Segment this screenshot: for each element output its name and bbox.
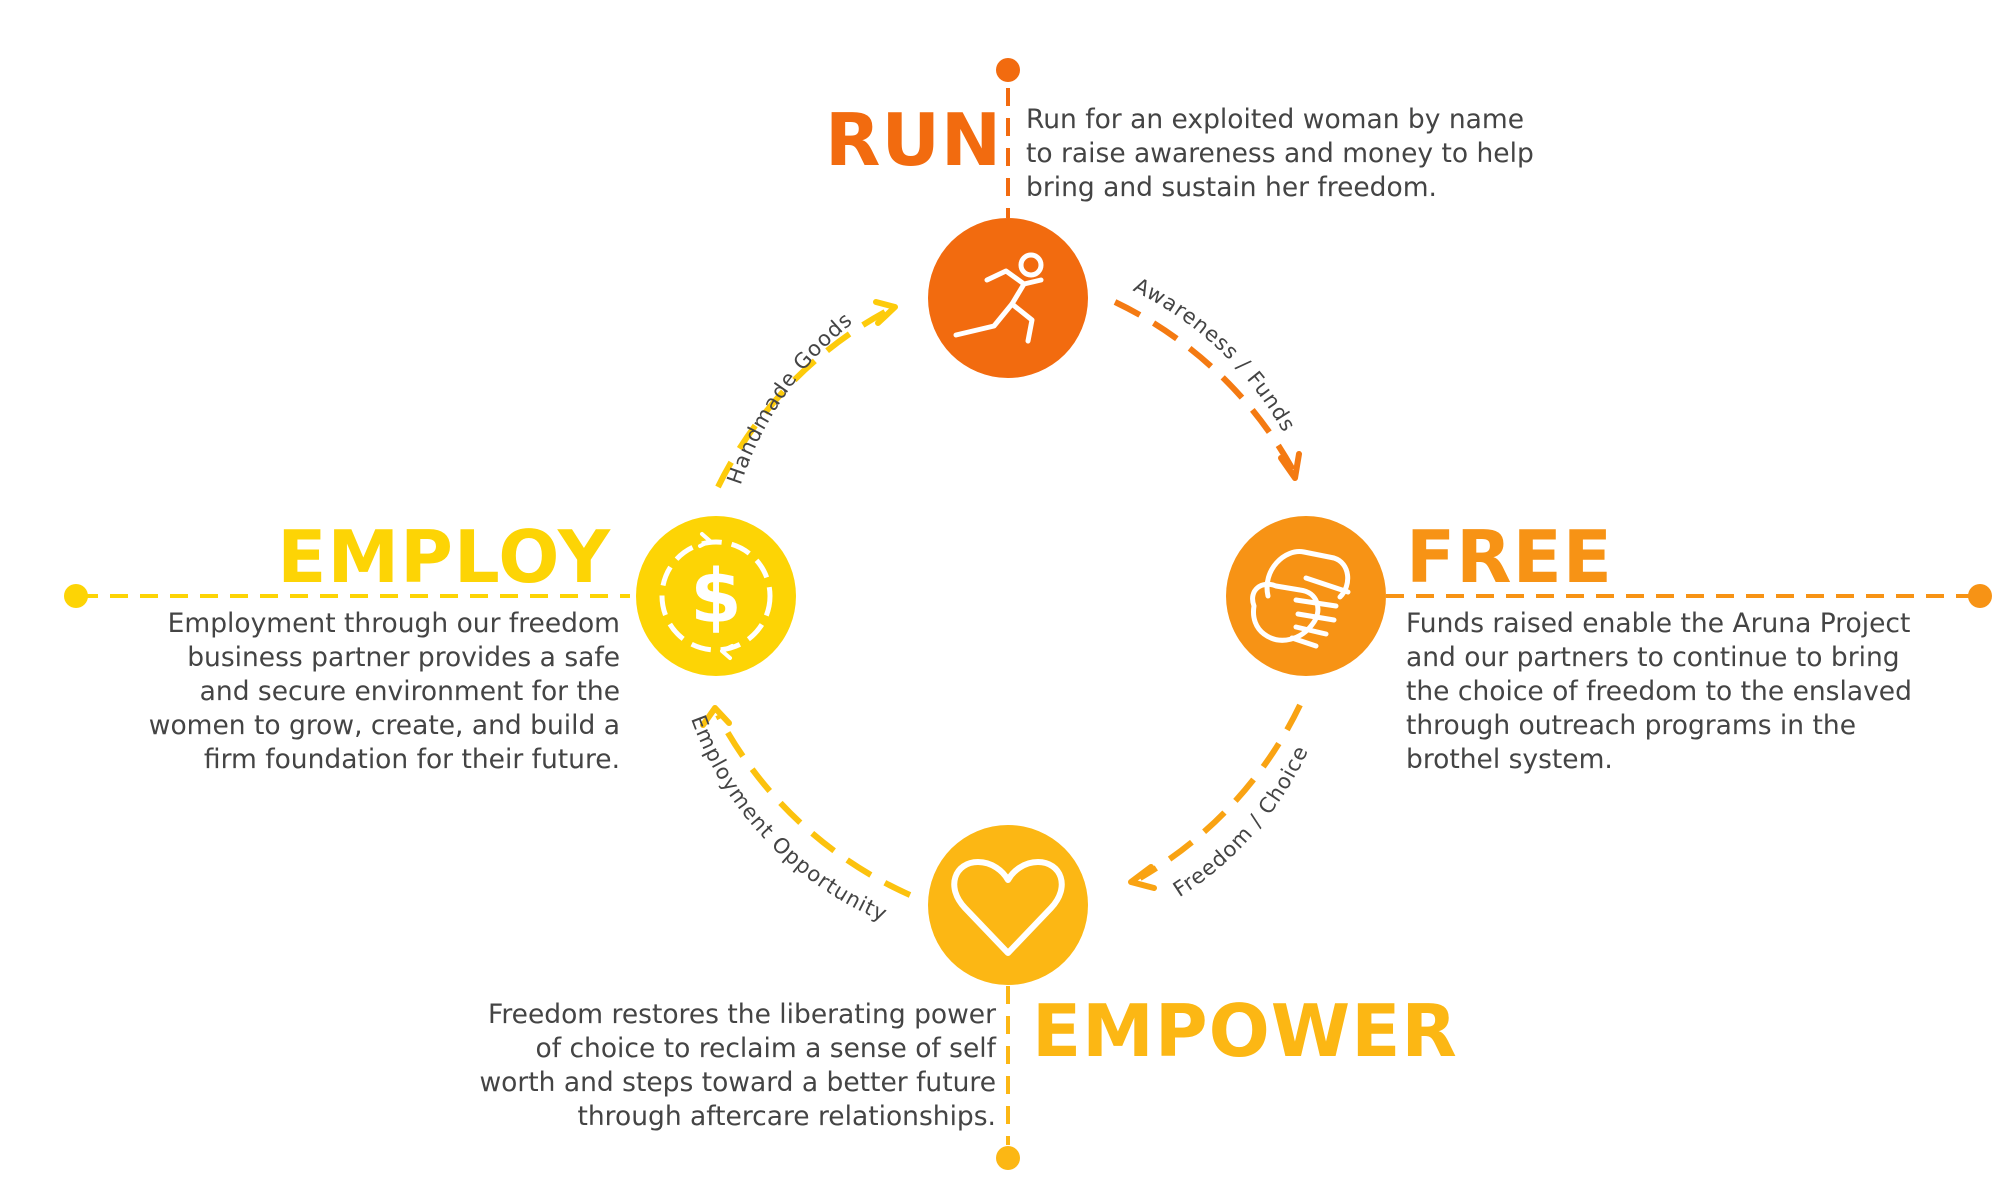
heart-icon	[951, 859, 1065, 956]
arrowheads	[700, 299, 1302, 891]
empower-description-line: Freedom restores the liberating power	[488, 999, 996, 1030]
free-description-line: the choice of freedom to the enslaved	[1406, 676, 1912, 707]
free-description-line: and our partners to continue to bring	[1406, 642, 1900, 673]
empower-node	[928, 825, 1088, 985]
free-title: FREE	[1406, 515, 1613, 599]
run-description-line: bring and sustain her freedom.	[1026, 172, 1437, 203]
svg-text:$: $	[690, 554, 742, 640]
run-node	[928, 218, 1088, 378]
empower-circle	[928, 825, 1088, 985]
empower-to-employ-arc	[715, 713, 912, 898]
free-description-line: through outreach programs in the	[1406, 710, 1857, 741]
empower-description-line: through aftercare relationships.	[577, 1101, 996, 1132]
employ-description-line: and secure environment for the	[199, 676, 620, 707]
employ-axis-dot	[64, 584, 88, 608]
employ-description-line: women to grow, create, and build a	[148, 710, 620, 741]
run-title: RUN	[825, 98, 1003, 182]
employ-node: $	[636, 516, 796, 676]
run-axis-dot	[996, 58, 1020, 82]
empower-description-line: of choice to reclaim a sense of self	[535, 1033, 997, 1064]
run-description: Run for an exploited woman by name to ra…	[1026, 103, 1534, 205]
employment-opportunity-label: Employment Opportunity	[686, 712, 891, 926]
employ-circle	[636, 516, 796, 676]
free-to-empower-arrowhead	[1128, 864, 1157, 891]
free-description-line: Funds raised enable the Aruna Project	[1406, 608, 1911, 639]
free-description-line: brothel system.	[1406, 744, 1613, 775]
run-description-line: Run for an exploited woman by name	[1026, 104, 1525, 135]
empower-description: Freedom restores the liberating power of…	[479, 998, 996, 1134]
empower-description-line: worth and steps toward a better future	[479, 1067, 996, 1098]
clasped-hands-icon	[1250, 549, 1351, 649]
cycle-arcs	[715, 299, 1303, 898]
employ-description-line: business partner provides a safe	[187, 642, 620, 673]
empower-to-employ-arrowhead	[700, 705, 732, 728]
dollar-cycle-icon: $	[659, 532, 773, 660]
awareness-funds-label: Awareness / Funds	[1130, 273, 1301, 436]
free-circle	[1226, 516, 1386, 676]
employ-description: Employment through our freedom business …	[149, 607, 620, 777]
empower-title: EMPOWER	[1032, 989, 1458, 1073]
employ-description-line: firm foundation for their future.	[203, 744, 620, 775]
axis-lines	[80, 88, 1980, 1145]
free-description: Funds raised enable the Aruna Project an…	[1406, 607, 1912, 777]
free-axis-dot	[1968, 584, 1992, 608]
run-circle	[928, 218, 1088, 378]
employ-title: EMPLOY	[277, 515, 611, 599]
employ-description-line: Employment through our freedom	[167, 608, 620, 639]
run-description-line: to raise awareness and money to help	[1026, 138, 1534, 169]
run-to-free-arrowhead	[1278, 451, 1302, 481]
empower-axis-dot	[996, 1146, 1020, 1170]
employ-to-run-arrowhead	[873, 299, 898, 326]
handmade-goods-label: Handmade Goods	[722, 307, 857, 487]
free-node	[1226, 516, 1386, 676]
runner-icon	[953, 252, 1044, 344]
freedom-choice-label: Freedom / Choice	[1169, 742, 1313, 902]
